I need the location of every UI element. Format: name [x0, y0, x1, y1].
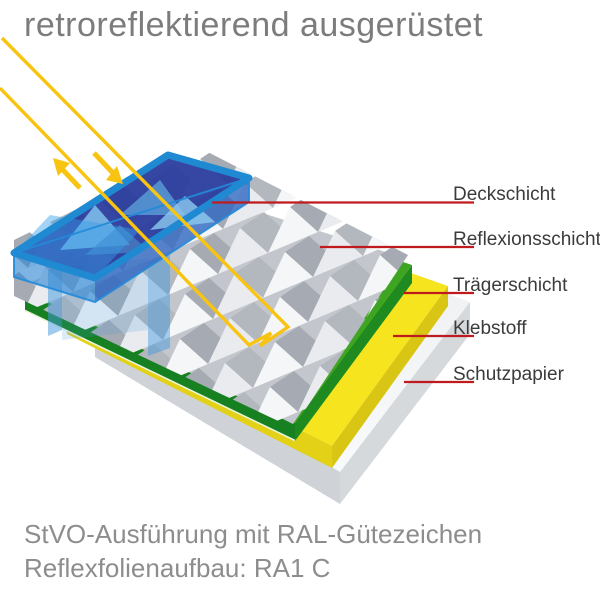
prism-shade-face	[445, 83, 497, 124]
prism-shade-face	[345, 148, 397, 166]
caption-line-2: Reflexfolienaufbau: RA1 C	[24, 553, 331, 583]
cover-right-face	[95, 178, 249, 302]
prism-bright-face	[303, 321, 353, 367]
prism-shade-face	[570, 245, 600, 286]
prism-bright-face	[378, 75, 428, 121]
prism-bright-face	[468, 123, 518, 169]
prism-bright-face	[323, 148, 373, 187]
label-deckschicht: Deckschicht	[453, 184, 556, 205]
label-schutzpapier: Schutzpapier	[453, 364, 564, 385]
prism-bright-face	[563, 126, 600, 172]
label-klebstoff: Klebstoff	[453, 318, 527, 339]
caption-line-1: StVO-Ausführung mit RAL-Gütezeichen	[24, 519, 483, 549]
prism-bright-face	[273, 162, 323, 208]
prism-bright-face	[263, 252, 313, 298]
prism-bright-face	[308, 276, 358, 322]
adhesive-right-face	[332, 286, 448, 468]
label-traegerschicht: Trägerschicht	[453, 275, 568, 296]
prism-bright-face	[68, 291, 118, 337]
carrier-edge-highlight	[24, 309, 296, 442]
prism-shade-face	[450, 38, 502, 79]
prism-shade-face	[585, 110, 600, 151]
prism-shade-face	[385, 194, 408, 235]
prism-bright-face	[218, 228, 268, 274]
prism-bright-face	[223, 183, 273, 229]
prism-bright-face	[558, 171, 600, 217]
prism-bright-face	[328, 96, 378, 142]
prism-shade-face	[390, 149, 408, 190]
prism-bright-face	[518, 102, 568, 148]
prism-bright-face	[428, 54, 478, 100]
page-title: retroreflektierend ausgerüstet	[24, 6, 484, 44]
outgoing-arrow-shaft	[61, 168, 82, 190]
prism-shade-face	[340, 170, 392, 211]
prism-shade-face	[400, 59, 452, 100]
incoming-arrow-icon	[106, 166, 123, 184]
prism-bright-face	[208, 318, 258, 364]
prism-shade-face	[440, 128, 492, 169]
prism-shade-face	[535, 131, 587, 172]
prism-bright-face	[313, 231, 363, 277]
prism-shade-face	[300, 101, 352, 142]
prism-bright-face	[368, 165, 408, 211]
prism-bright-face	[423, 99, 473, 145]
cover-front-face	[14, 253, 95, 302]
prism-bright-face	[118, 270, 168, 316]
cover-reflection	[85, 225, 150, 255]
light-rays	[0, 36, 291, 348]
leader-lines	[212, 201, 474, 384]
prism-shade-face	[540, 86, 592, 127]
prism-bright-face	[253, 342, 303, 388]
prism-bright-face	[408, 234, 458, 280]
prism-bright-face	[278, 148, 328, 163]
carrier-front-face	[25, 293, 295, 441]
prism-bright-face	[363, 210, 408, 256]
prism-shade-face	[490, 107, 542, 148]
prism-bright-face	[163, 294, 213, 340]
cover-layer	[10, 151, 253, 356]
prism-bright-face	[318, 186, 368, 232]
prism-bright-face	[168, 249, 218, 295]
prism-bright-face	[268, 207, 318, 253]
prism-shade-face	[295, 148, 347, 187]
retroreflected-ray-path	[0, 36, 291, 348]
prism-shade-face	[580, 155, 600, 196]
cover-side-rim	[13, 176, 250, 304]
cover-support-post	[148, 254, 170, 356]
prism-bright-face	[358, 255, 408, 301]
prism-shade-face	[350, 80, 402, 121]
carrier-right-face	[295, 265, 412, 441]
cover-reflection	[150, 196, 215, 230]
paper-right-face	[340, 302, 470, 504]
prism-bright-face	[213, 273, 263, 319]
prism-shade-face	[0, 248, 2, 289]
prism-bright-face	[473, 78, 523, 124]
prism-shade-face	[495, 62, 547, 103]
incoming-arrow-shaft	[92, 151, 115, 175]
prism-bright-face	[373, 148, 408, 166]
caption: StVO-Ausführung mit RAL-Gütezeichen Refl…	[24, 517, 482, 585]
outgoing-arrow-icon	[53, 158, 70, 176]
prism-shade-face	[395, 104, 447, 145]
label-reflexionsschicht: Reflexionsschicht	[453, 229, 600, 250]
prism-shade-face	[250, 148, 302, 163]
